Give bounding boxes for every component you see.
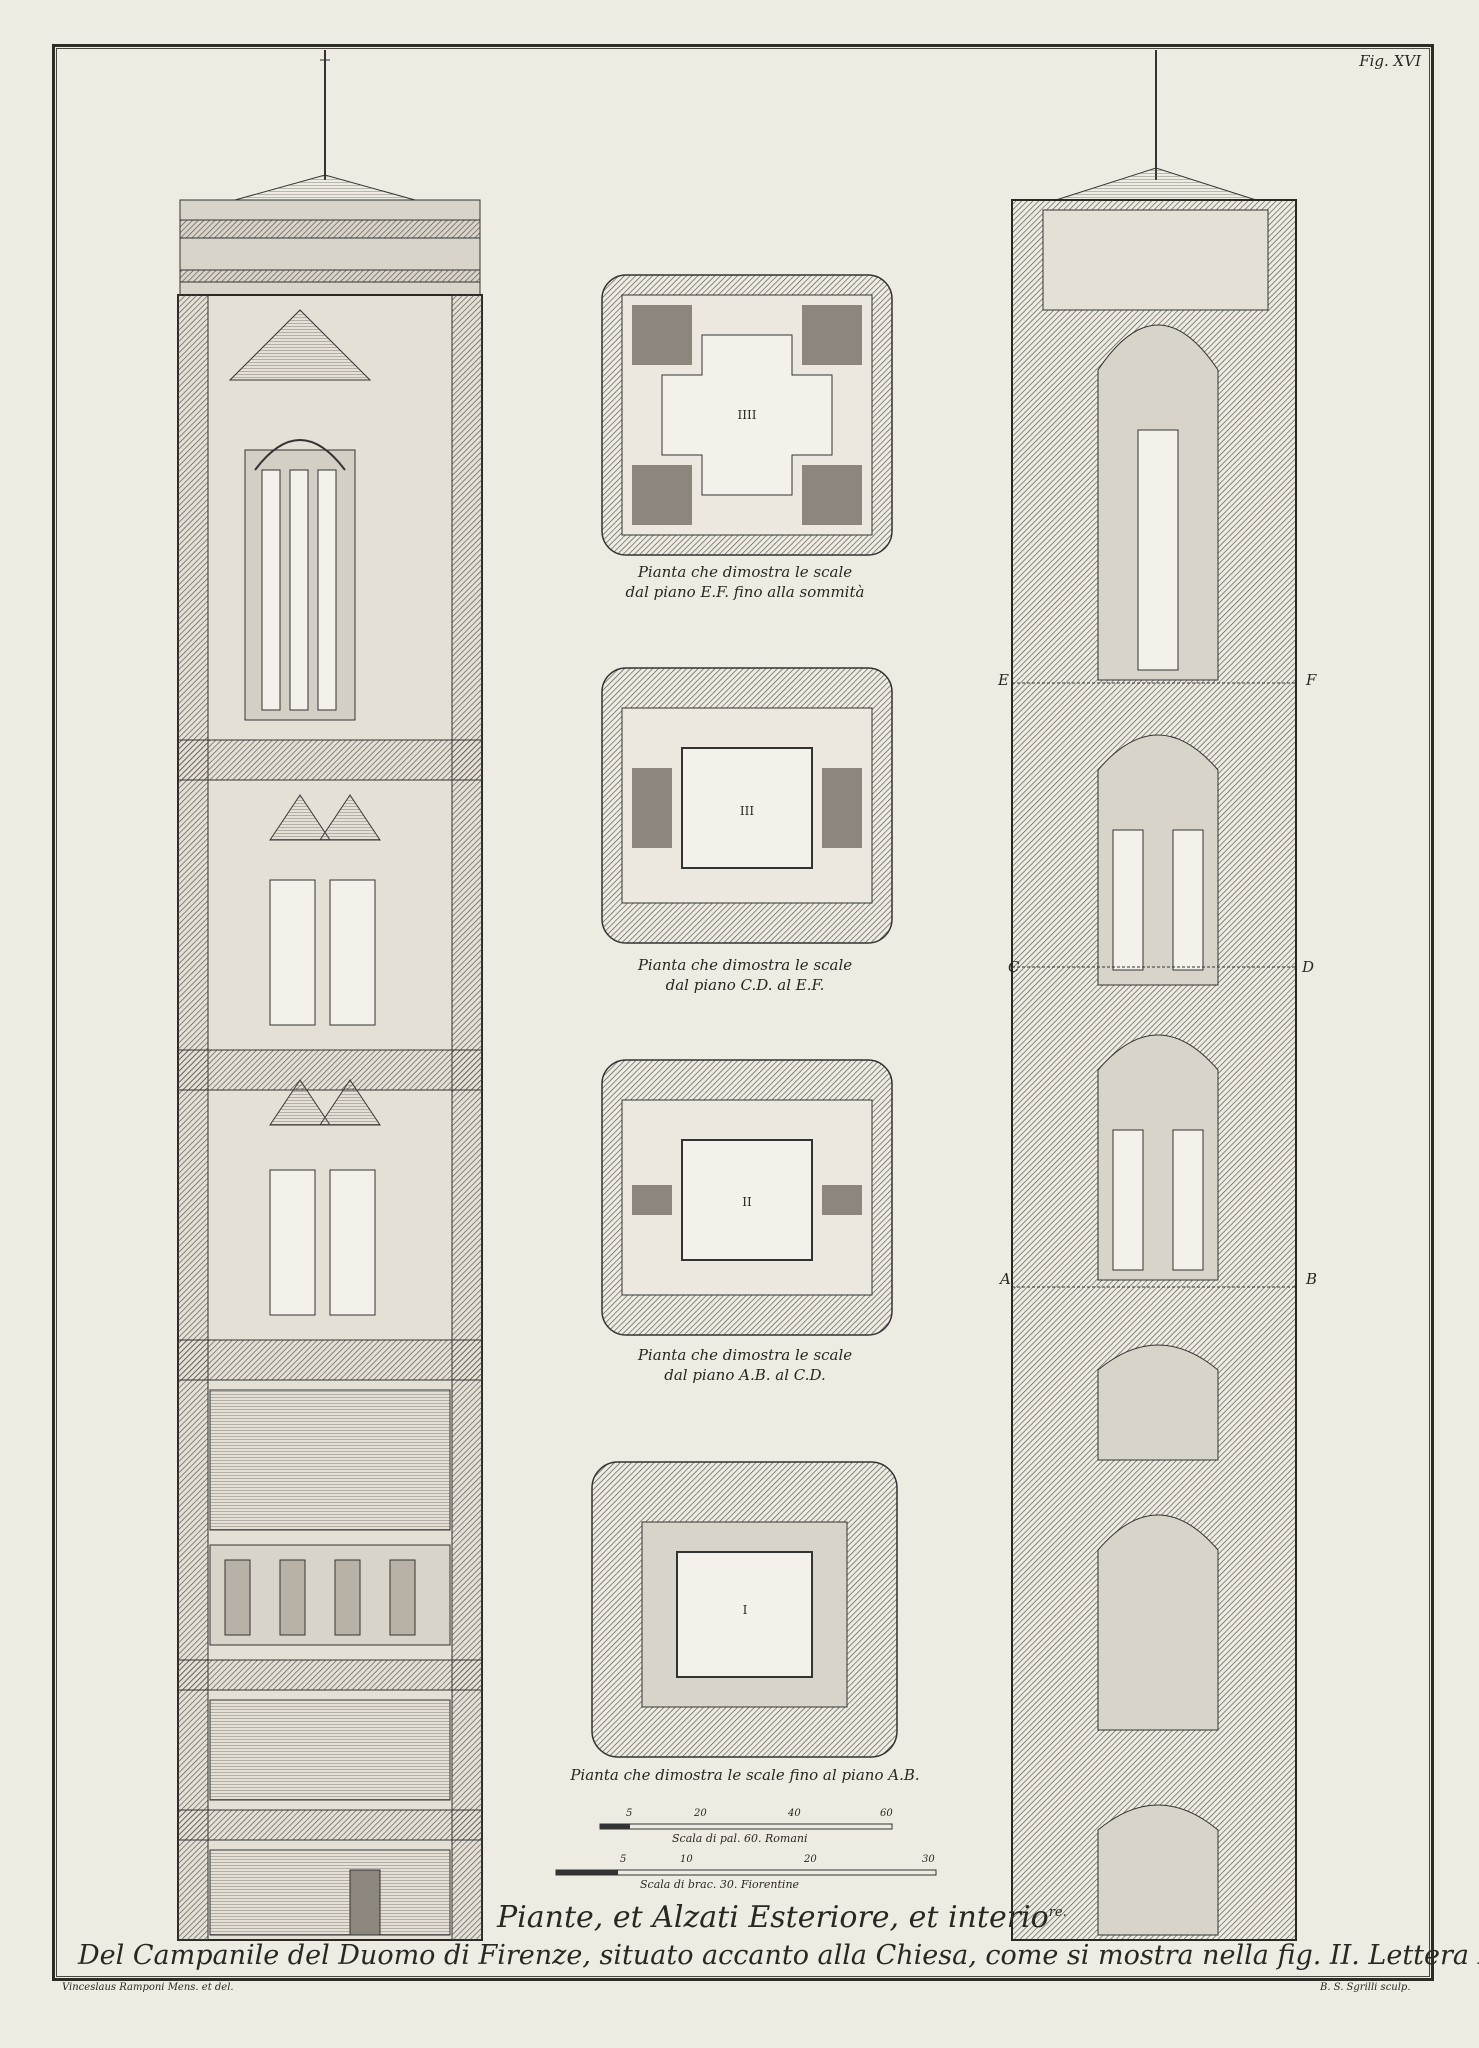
plate-border-outer <box>52 44 1434 1981</box>
section-label-D: D <box>1302 958 1315 976</box>
plan-III-caption-2: dal piano C.D. al E.F. <box>665 976 825 994</box>
scale-florentine-tick-2: 10 <box>680 1854 693 1865</box>
credit-engraver: B. S. Sgrilli sculp. <box>1320 1982 1411 1993</box>
plan-III-drawing <box>601 667 893 944</box>
scale-roman-tick-4: 60 <box>880 1808 893 1819</box>
title-line-1-superscript: re. <box>1048 1905 1067 1920</box>
section-label-A: A <box>1000 1270 1011 1288</box>
plan-IIII-caption-2: dal piano E.F. fino alla sommità <box>625 583 865 601</box>
plate-border-inner <box>56 48 1430 1977</box>
plan-II-caption-1: Pianta che dimostra le scale <box>637 1346 853 1364</box>
plan-I-caption-1: Pianta che dimostra le scale fino al pia… <box>570 1766 920 1784</box>
plan-II-drawing <box>601 1059 893 1336</box>
plan-II-roman: II <box>742 1195 752 1209</box>
plan-IIII-caption-1: Pianta che dimostra le scale <box>637 563 853 581</box>
title-line-1: Piante, et Alzati Esteriore, et interior… <box>497 1900 1067 1935</box>
scale-florentine-tick-4: 30 <box>922 1854 935 1865</box>
plan-II-caption-2: dal piano A.B. al C.D. <box>664 1366 826 1384</box>
scale-bar-roman <box>599 1823 893 1830</box>
scale-bar-florentine <box>555 1869 937 1876</box>
scale-florentine-tick-3: 20 <box>804 1854 817 1865</box>
section-label-C: C <box>1008 958 1020 976</box>
exterior-elevation <box>177 50 483 1941</box>
section-label-E: E <box>998 671 1009 689</box>
scale-roman-tick-3: 40 <box>788 1808 801 1819</box>
plan-III-caption-1: Pianta che dimostra le scale <box>637 956 853 974</box>
plan-IIII-drawing <box>601 274 893 556</box>
section-label-B: B <box>1306 1270 1318 1288</box>
plan-I-drawing <box>591 1461 898 1758</box>
plan-III-roman: III <box>739 804 755 818</box>
scale-roman-tick-2: 20 <box>694 1808 707 1819</box>
scale-roman-tick-1: 5 <box>626 1808 633 1819</box>
scale-florentine-label: Scala di brac. 30. Fiorentine <box>640 1878 800 1891</box>
plan-I-roman: I <box>742 1603 748 1617</box>
title-line-2: Del Campanile del Duomo di Firenze, situ… <box>78 1940 1479 1971</box>
scale-roman-label: Scala di pal. 60. Romani <box>672 1832 808 1845</box>
section-label-F: F <box>1306 671 1317 689</box>
interior-section <box>1011 50 1297 1941</box>
figure-number: Fig. XVI <box>1359 52 1421 70</box>
plan-IIII-roman: IIII <box>737 408 757 422</box>
title-line-1-text: Piante, et Alzati Esteriore, et interio <box>497 1900 1049 1935</box>
credit-draughtsman: Vinceslaus Ramponi Mens. et del. <box>62 1982 234 1993</box>
scale-florentine-tick-1: 5 <box>620 1854 627 1865</box>
